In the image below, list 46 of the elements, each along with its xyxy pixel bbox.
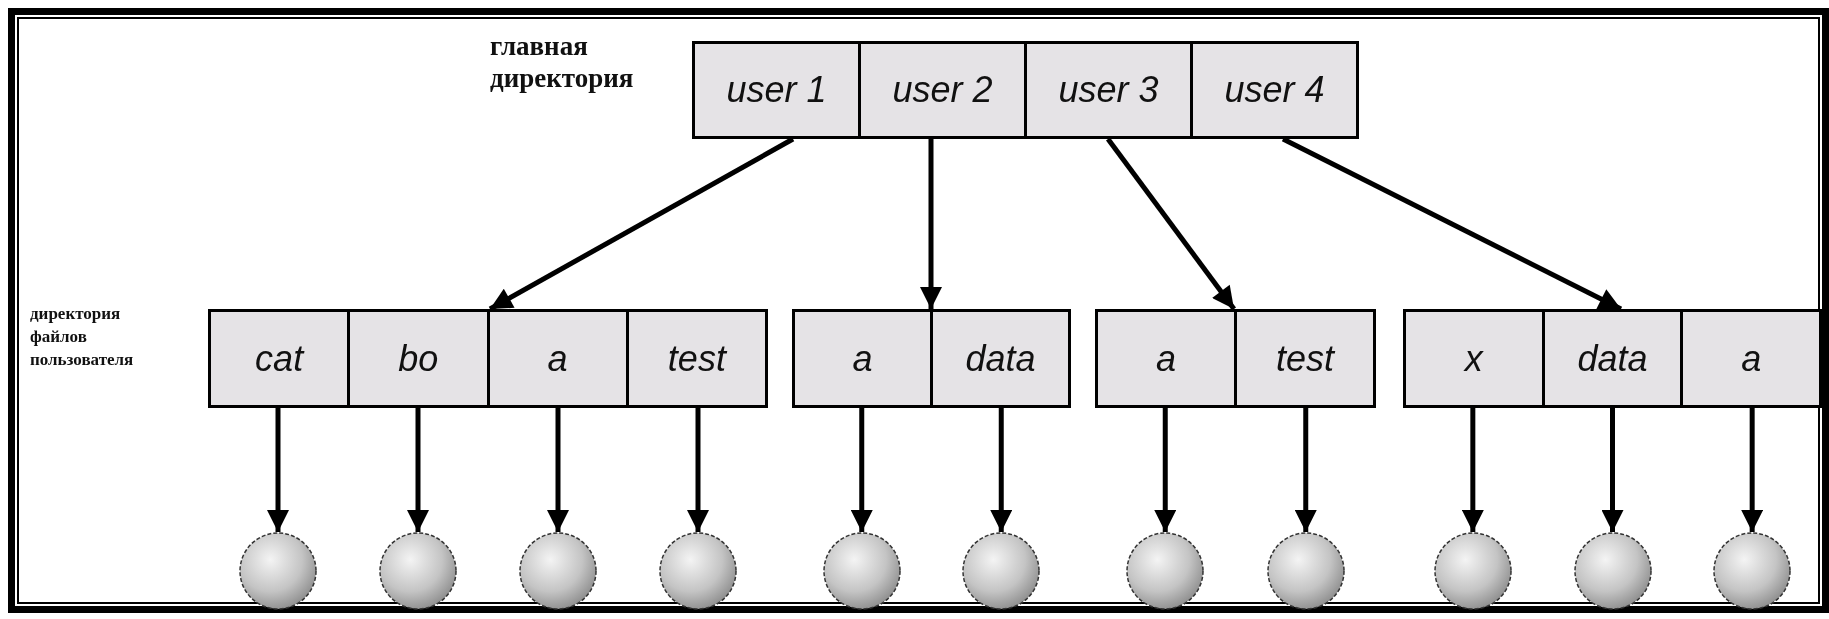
sphere — [962, 532, 1041, 610]
directory-caption: главная директория — [490, 30, 635, 95]
sphere — [379, 532, 457, 610]
directory-entry: data — [1541, 312, 1681, 405]
directory-entry: test — [625, 312, 765, 405]
arrow — [990, 408, 1013, 532]
sphere — [659, 532, 737, 610]
directory-caption: директория файлов пользователя — [30, 303, 135, 371]
sphere — [1713, 532, 1792, 610]
directory-entry: a — [1680, 312, 1819, 405]
arrow — [850, 408, 873, 532]
sphere — [822, 532, 901, 610]
directory-entry: x — [1406, 312, 1542, 405]
sphere — [1433, 532, 1512, 610]
arrow — [267, 408, 289, 532]
arrow — [687, 408, 709, 532]
arrow — [1741, 408, 1764, 532]
directory-row — [1095, 309, 1376, 408]
directory-entry: data — [930, 312, 1068, 405]
directory-entry: a — [486, 312, 626, 405]
directory-entry: a — [795, 312, 930, 405]
directory-row — [792, 309, 1071, 408]
arrow — [1601, 408, 1624, 532]
sphere — [519, 532, 597, 610]
directory-entry: user 4 — [1190, 44, 1356, 136]
arrow — [1294, 408, 1317, 532]
directory-entry: test — [1234, 312, 1373, 405]
directory-entry: a — [1098, 312, 1234, 405]
sphere — [239, 532, 317, 610]
directory-entry: user 2 — [858, 44, 1024, 136]
directory-row — [1403, 309, 1822, 408]
arrow — [547, 408, 569, 532]
arrow — [1106, 137, 1236, 311]
sphere — [1573, 532, 1652, 610]
arrow — [407, 408, 429, 532]
directory-row — [692, 41, 1359, 139]
sphere — [1126, 532, 1205, 610]
sphere — [1266, 532, 1345, 610]
arrow — [920, 139, 942, 309]
directory-row — [208, 309, 768, 408]
directory-entry: bo — [347, 312, 487, 405]
arrow — [1154, 408, 1177, 532]
directory-entry: user 1 — [695, 44, 858, 136]
directory-entry: cat — [211, 312, 348, 405]
arrow — [1461, 408, 1484, 532]
directory-entry: user 3 — [1024, 44, 1190, 136]
